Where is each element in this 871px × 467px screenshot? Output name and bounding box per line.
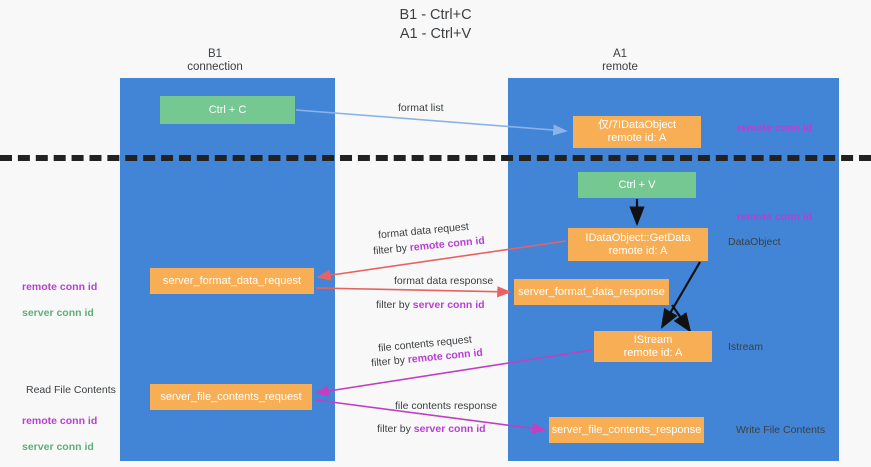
flow-label-format-data-response: format data response: [394, 275, 494, 287]
annotation-remote-conn-id-left-bottom: remote conn id: [22, 415, 98, 427]
filter-key-server-conn-id: server conn id: [413, 423, 486, 435]
node-ctrl-v[interactable]: Ctrl + V: [578, 172, 696, 198]
node-server-format-data-request[interactable]: server_format_data_request: [150, 268, 314, 294]
page-title: B1 - Ctrl+C A1 - Ctrl+V: [399, 7, 472, 42]
flow-label-file-contents-response: file contents response: [395, 400, 498, 412]
node-ctrl-c[interactable]: Ctrl + C: [160, 96, 295, 124]
node-istream[interactable]: IStream remote id: A: [594, 331, 712, 362]
node-server-file-contents-response[interactable]: server_file_contents_response: [549, 417, 704, 443]
annotation-server-conn-id-left-bottom: server conn id: [22, 441, 94, 453]
column-header-a1: A1 remote: [602, 48, 638, 73]
flow-label-format-list: format list: [398, 102, 444, 114]
annotation-server-conn-id-left-top: server conn id: [22, 307, 94, 319]
annotation-remote-conn-id-mid: remote conn id: [737, 211, 813, 223]
annotation-left-conn-ids-bottom: remote conn id server conn id: [22, 402, 97, 467]
node-idataobject[interactable]: 仅/7IDataObject remote id: A: [573, 116, 701, 148]
filter-key-server-conn-id: server conn id: [412, 299, 485, 311]
node-server-file-contents-request[interactable]: server_file_contents_request: [150, 384, 312, 410]
annotation-left-conn-ids-top: remote conn id server conn id: [22, 268, 97, 333]
filter-prefix: filter by: [372, 241, 411, 258]
column-header-b1: B1 connection: [187, 48, 243, 73]
annotation-remote-conn-id-top: remote conn id: [737, 122, 813, 134]
annotation-write-file-contents: Write File Contents: [736, 424, 826, 436]
annotation-remote-conn-id-left-top: remote conn id: [22, 281, 98, 293]
node-server-format-data-response[interactable]: server_format_data_response: [514, 279, 669, 305]
phase-divider: [0, 155, 871, 161]
flow-label-format-data-response-filter: filter by server conn id: [376, 298, 485, 313]
annotation-istream: Istream: [728, 341, 764, 353]
flow-label-file-contents-response-filter: filter by server conn id: [377, 422, 486, 437]
node-idataobject-getdata[interactable]: IDataObject::GetData remote id: A: [568, 228, 708, 261]
annotation-read-file-contents: Read File Contents: [26, 384, 116, 396]
annotation-dataobject: DataObject: [728, 236, 781, 248]
filter-prefix: filter by: [370, 353, 409, 370]
filter-prefix: filter by: [376, 299, 413, 311]
filter-prefix: filter by: [377, 423, 414, 435]
